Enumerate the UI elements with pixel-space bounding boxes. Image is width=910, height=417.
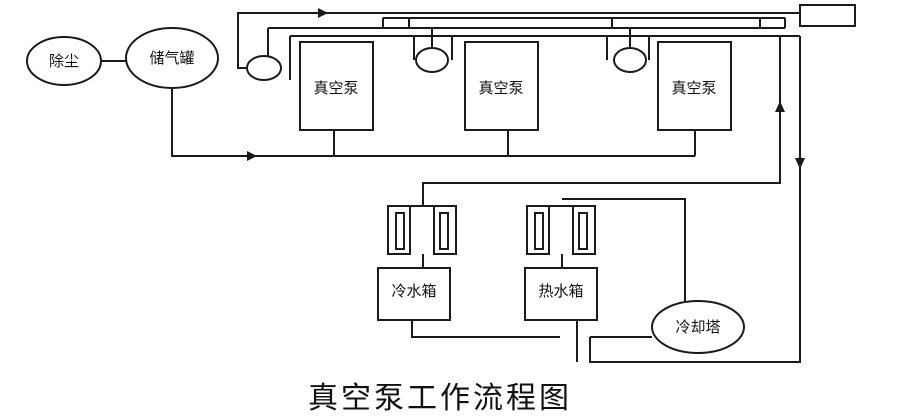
cold-heat-exchanger bbox=[387, 205, 457, 255]
label-pump-1: 真空泵 bbox=[313, 79, 358, 97]
node-cooling-tower: 冷却塔 bbox=[651, 300, 745, 354]
node-pump-1: 真空泵 bbox=[299, 41, 374, 131]
node-pump-2: 真空泵 bbox=[464, 41, 539, 131]
label-pump-3: 真空泵 bbox=[671, 79, 716, 97]
label-pump-2: 真空泵 bbox=[478, 79, 523, 97]
pipe-cold-return bbox=[411, 320, 560, 338]
node-hot-box: 热水箱 bbox=[524, 267, 598, 321]
pipe-bottom-collector bbox=[171, 88, 695, 157]
small-vessel-2 bbox=[415, 47, 449, 73]
label-dust: 除尘 bbox=[49, 52, 79, 70]
arrows bbox=[247, 8, 805, 169]
label-hot-box: 热水箱 bbox=[538, 282, 583, 300]
pipe-right-return bbox=[589, 36, 801, 363]
node-tank: 储气罐 bbox=[125, 27, 219, 89]
node-pump-3: 真空泵 bbox=[657, 41, 732, 131]
top-right-box bbox=[799, 4, 856, 27]
node-cold-box: 冷水箱 bbox=[377, 267, 451, 321]
pipe-top-header bbox=[237, 12, 800, 69]
arrow-right-bottom bbox=[247, 151, 257, 161]
node-dust: 除尘 bbox=[26, 36, 102, 86]
label-cooling-tower: 冷却塔 bbox=[675, 318, 720, 336]
label-cold-box: 冷水箱 bbox=[391, 282, 436, 300]
diagram-caption: 真空泵工作流程图 bbox=[308, 381, 572, 416]
arrow-up-right bbox=[775, 101, 785, 112]
small-vessel-1 bbox=[246, 55, 282, 81]
arrow-down-right bbox=[795, 158, 805, 169]
pipe-hot-tower bbox=[562, 198, 686, 304]
arrow-right-top bbox=[318, 8, 328, 18]
hot-heat-exchanger bbox=[526, 205, 596, 255]
small-vessel-3 bbox=[613, 47, 647, 73]
label-tank: 储气罐 bbox=[149, 49, 194, 67]
